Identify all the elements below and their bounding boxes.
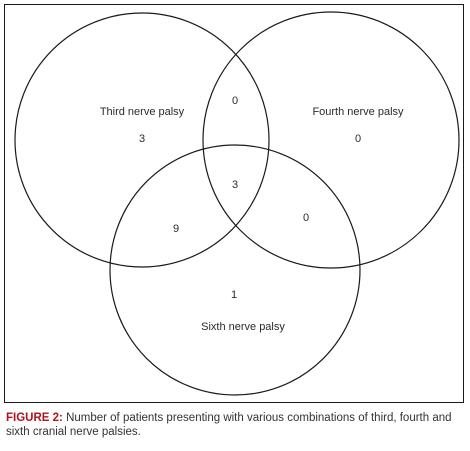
figure-frame [4,4,464,403]
caption-text: Number of patients presenting with vario… [6,412,452,438]
sixth-nerve-palsy-label: Sixth nerve palsy [201,321,285,333]
fourth-sixth-count: 0 [303,212,309,224]
sixth-only-count: 1 [231,289,237,301]
circle-sixth-nerve-palsy [109,144,361,396]
third-sixth-count: 9 [173,223,179,235]
circle-third-nerve-palsy [14,12,270,268]
third-nerve-palsy-label: Third nerve palsy [100,106,185,118]
fourth-only-count: 0 [355,133,361,145]
circle-fourth-nerve-palsy [202,11,460,269]
fourth-nerve-palsy-label: Fourth nerve palsy [312,106,404,118]
caption-label: FIGURE 2: [6,412,63,424]
figure-caption: FIGURE 2: Number of patients presenting … [6,411,466,439]
third-only-count: 3 [139,133,145,145]
all-three-count: 3 [232,179,238,191]
third-fourth-count: 0 [232,95,238,107]
